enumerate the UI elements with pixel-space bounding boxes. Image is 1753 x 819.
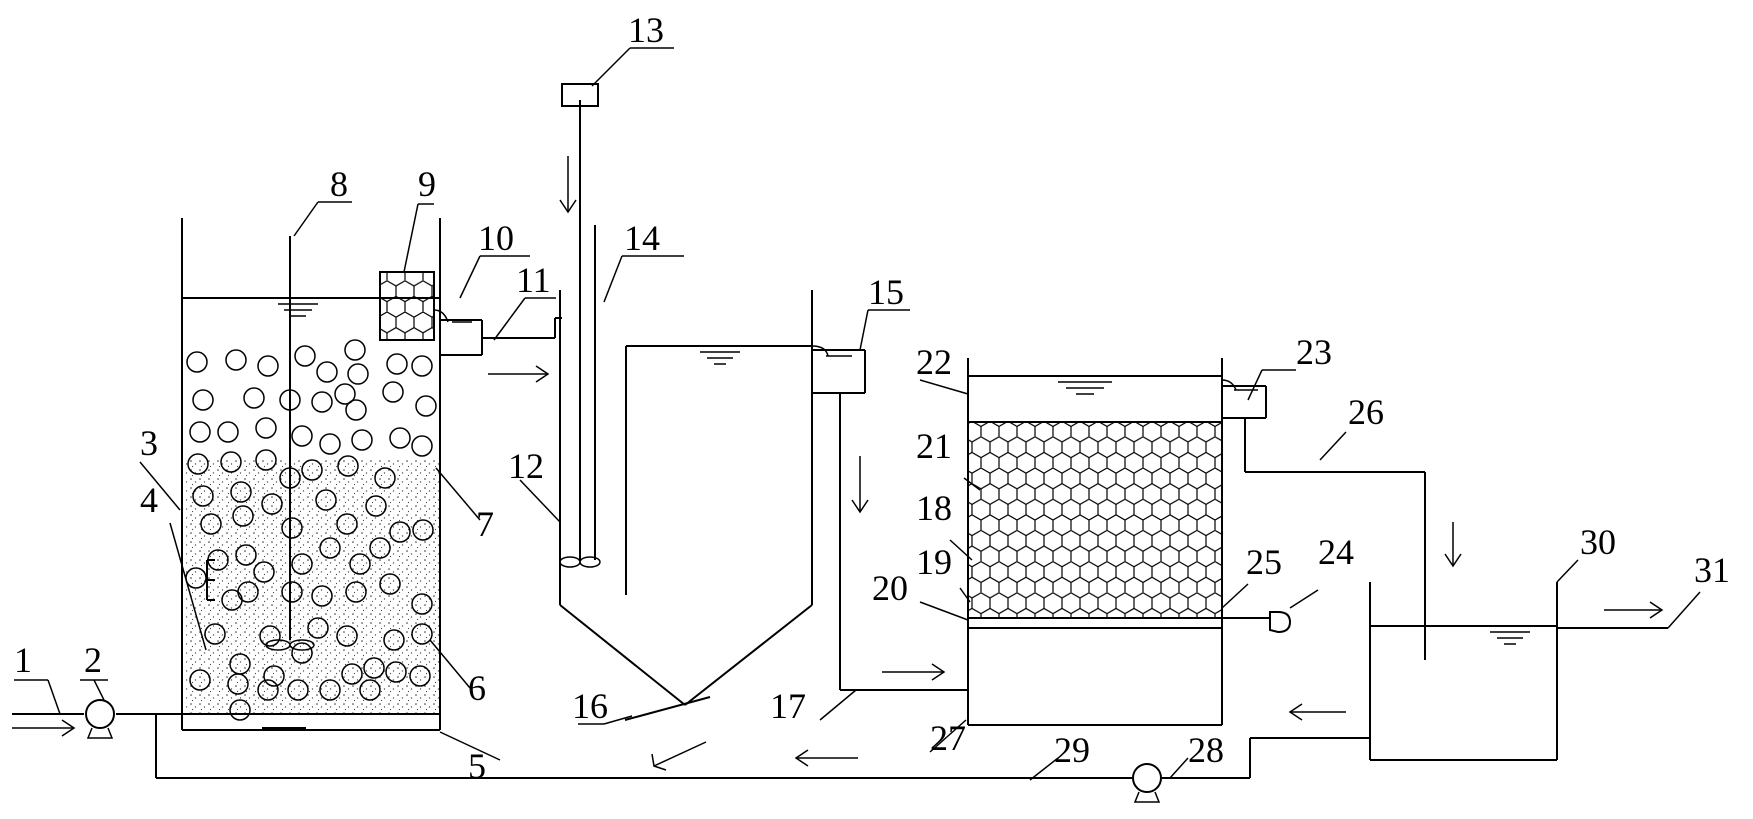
arrow-dosing xyxy=(559,156,577,214)
label-25: 25 xyxy=(1246,542,1282,582)
arrow-backwash xyxy=(1288,703,1346,721)
arrow-down-2 xyxy=(851,456,869,514)
recycle-pump-icon xyxy=(1132,763,1162,793)
mesh-filter-box xyxy=(379,271,435,341)
label-10: 10 xyxy=(478,218,514,258)
label-26: 26 xyxy=(1348,392,1384,432)
overflow-weir-2 xyxy=(811,345,968,691)
label-8: 8 xyxy=(330,164,348,204)
arrow-to-filter xyxy=(882,663,946,681)
settling-tank xyxy=(559,83,813,721)
flow-arrows xyxy=(12,156,1664,771)
label-18: 18 xyxy=(916,488,952,528)
label-23: 23 xyxy=(1296,332,1332,372)
label-22: 22 xyxy=(916,342,952,382)
label-27: 27 xyxy=(930,718,966,758)
arrow-sludge xyxy=(651,741,707,771)
label-11: 11 xyxy=(516,260,551,300)
effluent-tank xyxy=(1369,582,1668,761)
arrow-inlet xyxy=(12,719,76,737)
label-13: 13 xyxy=(628,10,664,50)
label-28: 28 xyxy=(1188,730,1224,770)
label-4: 4 xyxy=(140,480,158,520)
label-6: 6 xyxy=(468,668,486,708)
label-1: 1 xyxy=(14,640,32,680)
label-17: 17 xyxy=(770,686,806,726)
label-12: 12 xyxy=(508,446,544,486)
label-24: 24 xyxy=(1318,532,1354,572)
label-14: 14 xyxy=(624,218,660,258)
feed-pump-icon xyxy=(85,699,115,729)
recycle-pipe xyxy=(155,714,1370,803)
label-9: 9 xyxy=(418,164,436,204)
label-15: 15 xyxy=(868,272,904,312)
arrow-to-settler xyxy=(488,365,550,383)
arrow-down-3 xyxy=(1444,522,1462,568)
label-20: 20 xyxy=(872,568,908,608)
arrow-outlet xyxy=(1604,601,1664,619)
blower-icon xyxy=(1269,611,1292,634)
packing-layer xyxy=(968,422,1222,618)
label-7: 7 xyxy=(476,504,494,544)
overflow-weir-3 xyxy=(1221,379,1426,660)
reactor-tank xyxy=(181,218,441,731)
label-19: 19 xyxy=(916,542,952,582)
carrier-balls xyxy=(185,339,437,721)
sludge-zone xyxy=(186,460,440,714)
motor-box xyxy=(561,83,599,107)
feed-pipe xyxy=(12,699,182,739)
number-labels: 1 2 3 4 5 6 7 8 9 10 11 12 13 14 15 16 1… xyxy=(14,10,1730,786)
leader-lines xyxy=(14,47,1701,781)
label-21: 21 xyxy=(916,426,952,466)
label-16: 16 xyxy=(572,686,608,726)
label-30: 30 xyxy=(1580,522,1616,562)
label-5: 5 xyxy=(468,746,486,786)
arrow-return xyxy=(794,749,858,767)
label-3: 3 xyxy=(140,423,158,463)
overflow-weir xyxy=(433,309,562,356)
label-31: 31 xyxy=(1694,550,1730,590)
label-29: 29 xyxy=(1054,730,1090,770)
label-2: 2 xyxy=(84,640,102,680)
biofilter-tank xyxy=(967,358,1292,726)
